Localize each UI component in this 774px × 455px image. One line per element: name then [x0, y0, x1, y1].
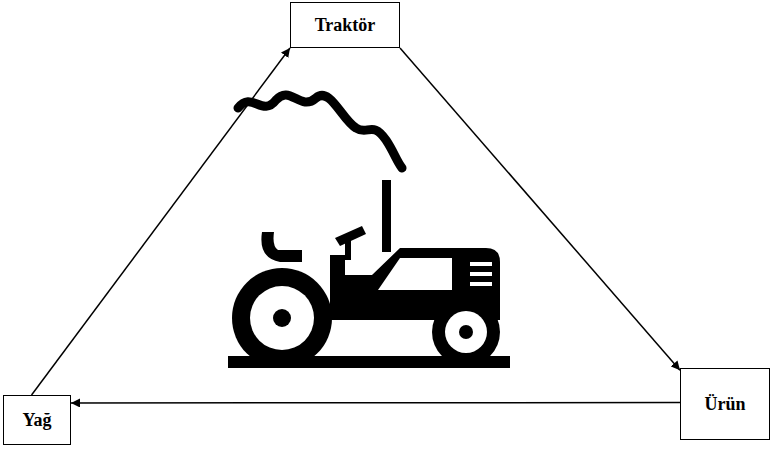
tractor-window — [378, 258, 452, 290]
smoke — [238, 95, 402, 168]
front-wheel — [432, 298, 500, 366]
front-wheel-hub — [459, 325, 473, 339]
text-box: Ürün — [680, 368, 770, 440]
rear-wheel-rim — [250, 286, 314, 350]
rear-wheel — [232, 268, 332, 368]
grille-line — [470, 282, 492, 286]
text-box: Yağ — [3, 395, 71, 445]
grille-line — [470, 272, 492, 276]
flow-arrow — [400, 48, 680, 370]
front-wheel-rim — [445, 311, 487, 353]
exhaust-pipe — [382, 180, 391, 252]
box-label: Yağ — [22, 410, 51, 431]
steering-column — [345, 240, 351, 260]
tractor-seat — [261, 232, 302, 262]
box-label: Ürün — [704, 394, 745, 415]
box-label: Traktör — [315, 15, 376, 36]
text-box: Traktör — [290, 2, 400, 48]
ground-bar — [228, 356, 510, 368]
flow-arrow — [71, 402, 680, 404]
rear-wheel-hub — [273, 309, 291, 327]
flow-arrow — [32, 48, 290, 395]
grille-line — [470, 262, 492, 266]
